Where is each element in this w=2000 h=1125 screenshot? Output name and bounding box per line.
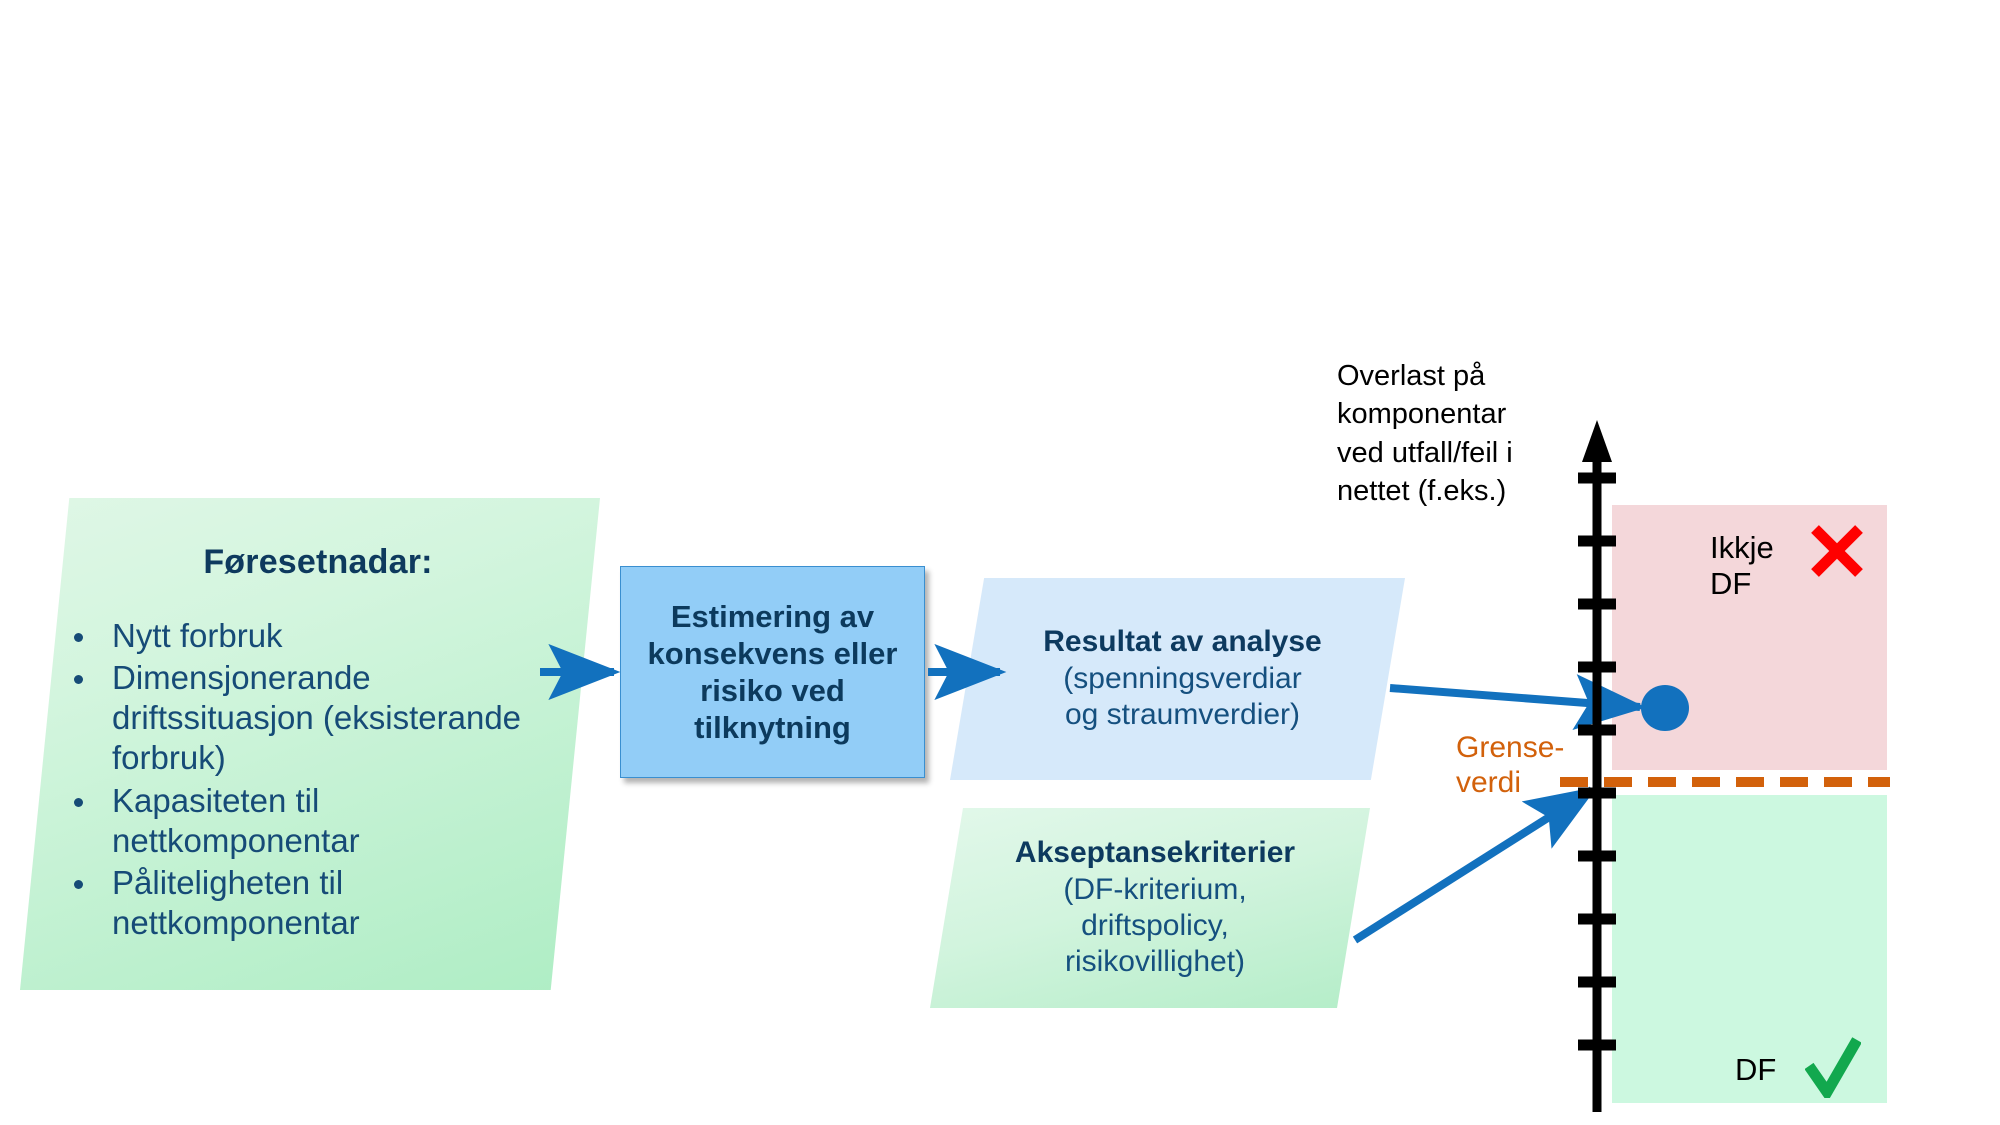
bullet-dot-icon [74,674,83,684]
axis-caption-line4: nettet (f.eks.) [1337,474,1507,507]
result-title: Resultat av analyse [1043,625,1322,659]
list-item-label: Kapasiteten til nettkomponentar [112,781,360,859]
axis-caption-line3: ved utfall/feil i [1337,436,1513,469]
bullet-dot-icon [74,632,83,642]
result-subtitle-line1: (spenningsverdiar [1063,661,1302,695]
threshold-label: Grense- verdi [1456,730,1564,800]
green-check-icon [1805,1037,1861,1098]
axis-caption: Overlast på komponentar ved utfall/feil … [1337,357,1577,510]
bullet-dot-icon [74,797,83,807]
reject-zone-label: Ikkje DF [1710,530,1774,601]
axis-ticks [1578,472,1616,1051]
list-item: Kapasiteten til nettkomponentar [66,781,570,862]
arrow-criteria-to-threshold [1352,786,1598,944]
bullet-dot-icon [74,880,83,890]
result-parallelogram: Resultat av analyse (spenningsverdiar og… [950,578,1405,780]
list-item: Dimensjonerande driftssituasjon (eksiste… [66,658,570,779]
red-x-icon [1811,525,1863,577]
criteria-subtitle-line3: risikovillighet) [1064,945,1246,979]
threshold-label-line2: verdi [1456,766,1522,800]
list-item: Nytt forbruk [66,616,570,656]
criteria-subtitle-line2: driftspolicy, [1081,909,1229,942]
vertical-axis [1578,420,1616,1112]
axis-caption-line2: komponentar [1337,398,1507,431]
assumptions-parallelogram: Føresetnadar: Nytt forbruk Dimensjoneran… [20,498,600,990]
criteria-parallelogram: Akseptansekriterier (DF-kriterium, drift… [930,808,1370,1008]
criteria-title: Akseptansekriterier [1014,836,1296,870]
reject-zone-label-line2: DF [1710,565,1752,601]
threshold-label-line1: Grense- [1456,731,1565,764]
list-item: Påliteligheten til nettkomponentar [66,863,570,944]
estimation-label: Estimering av konsekvens eller risiko ve… [647,598,898,746]
estimation-box: Estimering av konsekvens eller risiko ve… [620,566,925,778]
accept-zone [1612,795,1887,1103]
criteria-subtitle-line1: (DF-kriterium, [1063,872,1247,906]
reject-zone-label-line1: Ikkje [1710,530,1774,565]
assumptions-title: Føresetnadar: [203,542,433,581]
result-subtitle-line2: og straumverdier) [1064,698,1301,732]
list-item-label: Nytt forbruk [112,616,283,654]
arrow-result-to-datapoint [1389,674,1647,730]
list-item-label: Påliteligheten til nettkomponentar [112,864,360,942]
list-item-label: Dimensjonerande driftssituasjon (eksiste… [112,658,522,777]
axis-caption-line1: Overlast på [1337,360,1486,392]
accept-zone-label: DF [1735,1052,1777,1087]
assumptions-list: Nytt forbruk Dimensjonerande driftssitua… [66,616,570,946]
